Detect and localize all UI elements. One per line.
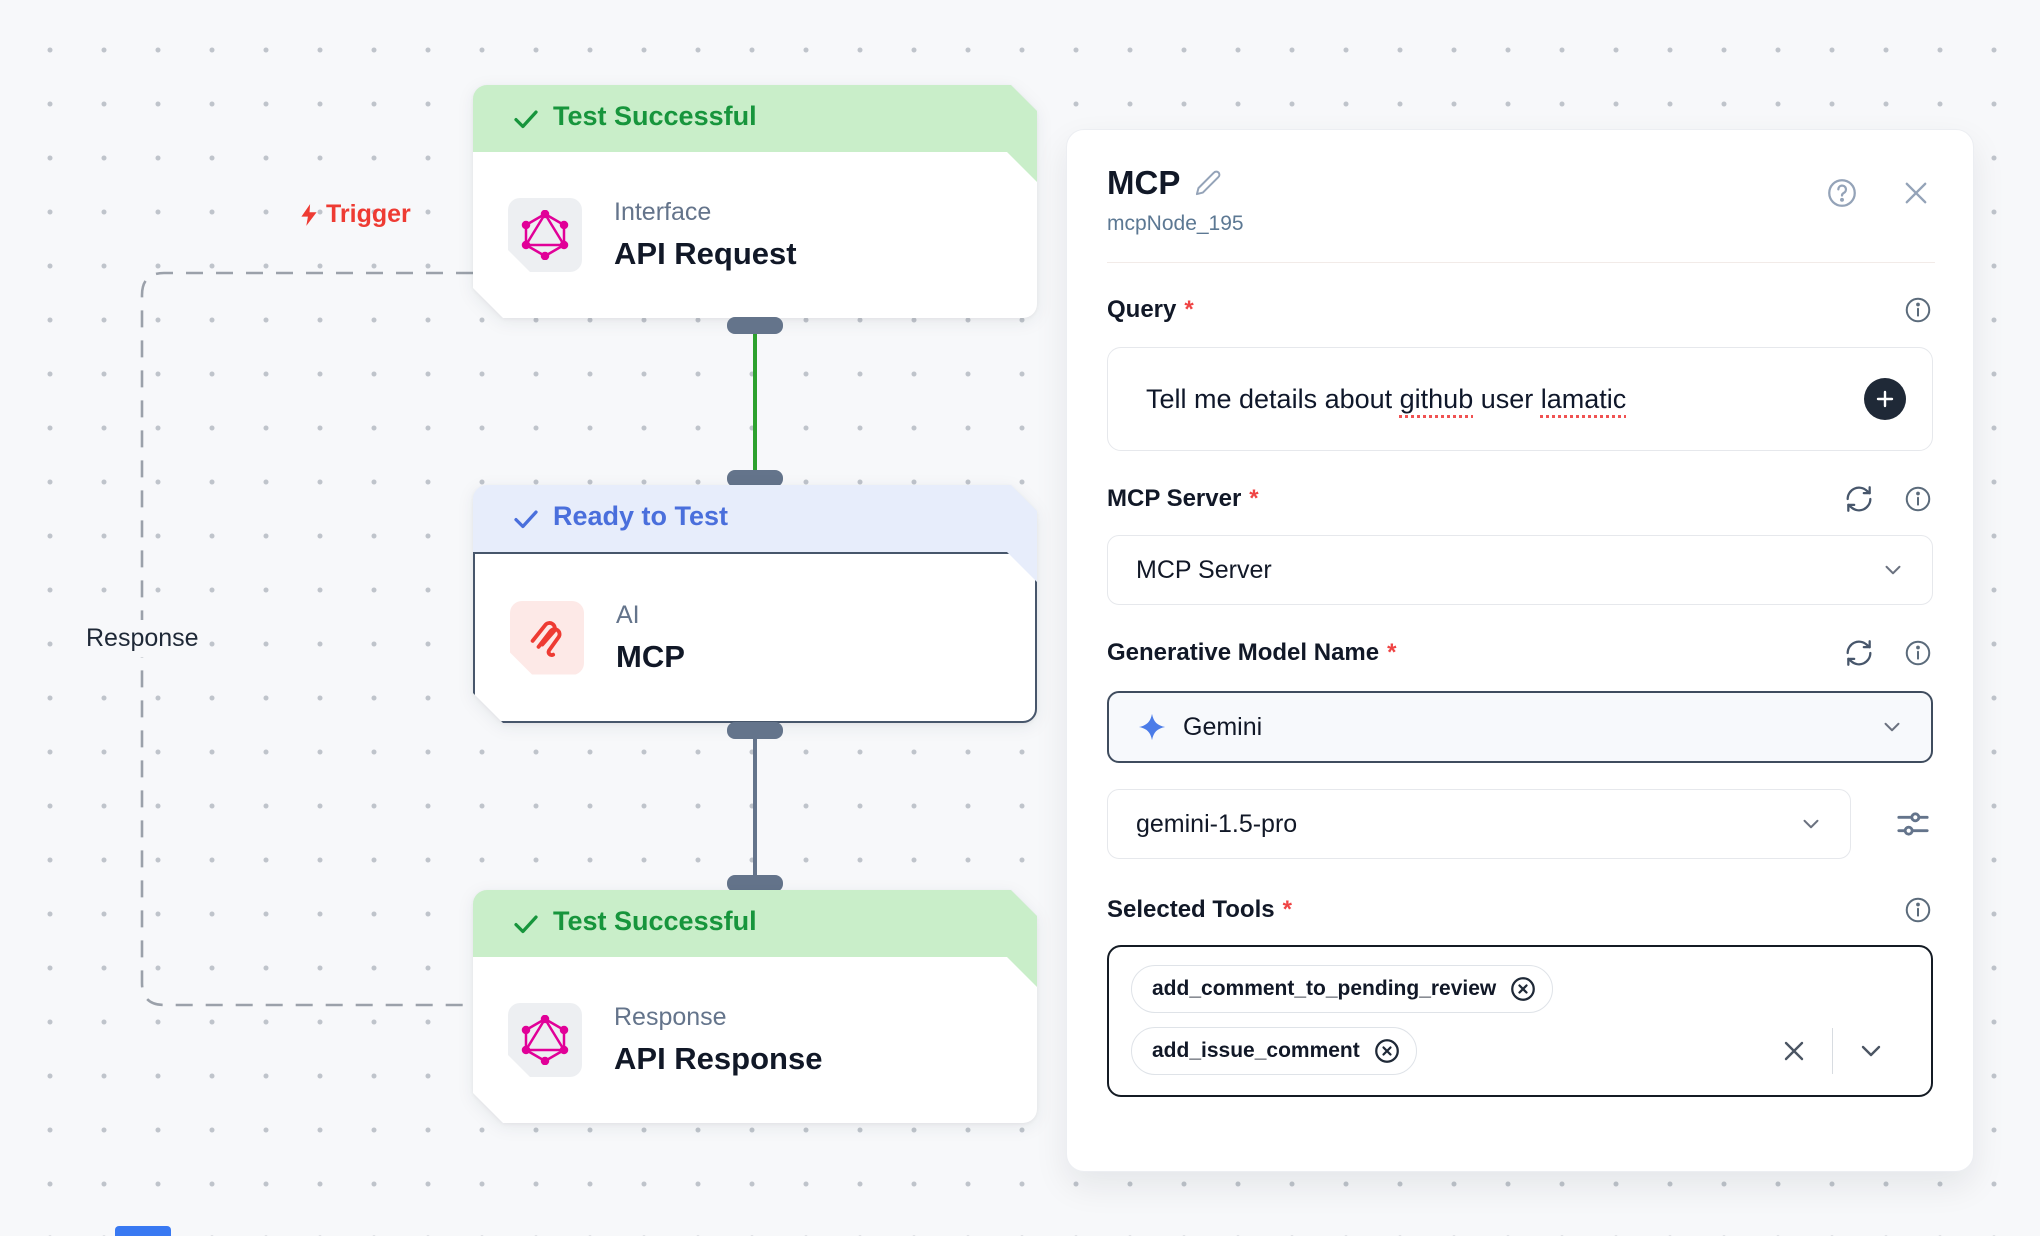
mcp-icon bbox=[510, 601, 584, 675]
response-label-text: Response bbox=[86, 624, 199, 652]
node-type-label: Response bbox=[614, 1003, 727, 1031]
check-icon bbox=[511, 104, 541, 134]
refresh-icon[interactable] bbox=[1843, 637, 1875, 669]
mcp-config-panel: MCP mcpNode_195 Query * T bbox=[1066, 129, 1974, 1172]
query-input[interactable]: Tell me details about github user lamati… bbox=[1107, 347, 1933, 451]
graphql-icon bbox=[508, 1003, 582, 1077]
query-word-github: github bbox=[1399, 383, 1474, 414]
tool-tag-label: add_comment_to_pending_review bbox=[1152, 977, 1497, 1000]
query-text-part: user bbox=[1473, 383, 1541, 414]
node-type-label: AI bbox=[616, 600, 640, 629]
info-icon[interactable] bbox=[1903, 895, 1933, 925]
connector-handle-source[interactable] bbox=[727, 317, 783, 334]
selected-tools-label: Selected Tools bbox=[1107, 896, 1275, 923]
check-icon bbox=[511, 504, 541, 534]
node-status-text: Test Successful bbox=[553, 101, 757, 131]
required-marker: * bbox=[1282, 896, 1292, 923]
node-id-label: mcpNode_195 bbox=[1107, 212, 1244, 235]
clear-all-icon[interactable] bbox=[1778, 1035, 1810, 1067]
node-card[interactable]: Interface API Request bbox=[473, 152, 1037, 318]
chevron-down-icon[interactable] bbox=[1855, 1035, 1887, 1067]
mcp-server-value: MCP Server bbox=[1136, 555, 1272, 584]
query-label: Query bbox=[1107, 296, 1177, 323]
response-edge-label: Response bbox=[76, 620, 209, 657]
tool-tag-label: add_issue_comment bbox=[1152, 1039, 1360, 1062]
node-card[interactable]: AI MCP bbox=[473, 552, 1037, 723]
connector-handle-source[interactable] bbox=[727, 722, 783, 739]
edge-mcp-to-api-response bbox=[753, 731, 757, 883]
remove-tag-icon[interactable] bbox=[1372, 1036, 1402, 1066]
trigger-label-text: Trigger bbox=[326, 200, 411, 228]
canvas-control-partial[interactable] bbox=[115, 1226, 171, 1236]
node-status-text: Ready to Test bbox=[553, 501, 729, 531]
lightning-bolt-icon bbox=[296, 202, 322, 228]
check-icon bbox=[511, 909, 541, 939]
edge-api-request-to-mcp bbox=[753, 326, 757, 478]
chevron-down-icon bbox=[1798, 811, 1824, 837]
connector-handle-target[interactable] bbox=[727, 875, 783, 892]
selected-tools-multiselect[interactable]: add_comment_to_pending_review add_issue_… bbox=[1107, 945, 1933, 1097]
node-status-text: Test Successful bbox=[553, 906, 757, 936]
panel-title: MCP bbox=[1107, 164, 1181, 201]
divider bbox=[1831, 1028, 1833, 1074]
node-api-request[interactable]: Test Successful Interface API Request bbox=[473, 85, 1037, 318]
edit-pencil-icon[interactable] bbox=[1194, 169, 1222, 197]
graphql-icon bbox=[508, 198, 582, 272]
model-provider-value: Gemini bbox=[1183, 712, 1263, 741]
chevron-down-icon bbox=[1879, 714, 1905, 740]
connector-handle-target[interactable] bbox=[727, 470, 783, 487]
info-icon[interactable] bbox=[1903, 484, 1933, 514]
node-name-label: API Request bbox=[614, 236, 797, 271]
query-word-lamatic: lamatic bbox=[1540, 383, 1627, 414]
query-text-part: Tell me details about bbox=[1146, 383, 1400, 414]
model-settings-sliders-icon[interactable] bbox=[1893, 804, 1933, 844]
required-marker: * bbox=[1184, 296, 1194, 323]
help-icon[interactable] bbox=[1825, 176, 1859, 210]
refresh-icon[interactable] bbox=[1843, 483, 1875, 515]
tool-tag: add_issue_comment bbox=[1131, 1027, 1417, 1075]
mcp-server-select[interactable]: MCP Server bbox=[1107, 535, 1933, 605]
generative-model-label: Generative Model Name bbox=[1107, 639, 1380, 666]
node-card[interactable]: Response API Response bbox=[473, 957, 1037, 1123]
mcp-server-label: MCP Server bbox=[1107, 485, 1242, 512]
required-marker: * bbox=[1387, 639, 1397, 666]
required-marker: * bbox=[1249, 485, 1259, 512]
node-type-label: Interface bbox=[614, 198, 712, 226]
model-provider-select[interactable]: Gemini bbox=[1107, 691, 1933, 763]
tool-tag: add_comment_to_pending_review bbox=[1131, 965, 1554, 1013]
model-name-select[interactable]: gemini-1.5-pro bbox=[1107, 789, 1851, 859]
node-api-response[interactable]: Test Successful Response API Response bbox=[473, 890, 1037, 1123]
info-icon[interactable] bbox=[1903, 638, 1933, 668]
close-icon[interactable] bbox=[1899, 176, 1933, 210]
node-name-label: MCP bbox=[616, 638, 685, 674]
node-name-label: API Response bbox=[614, 1041, 823, 1076]
add-variable-button[interactable] bbox=[1864, 378, 1906, 420]
trigger-edge-label: Trigger bbox=[296, 200, 411, 229]
gemini-sparkle-icon bbox=[1137, 712, 1167, 742]
info-icon[interactable] bbox=[1903, 295, 1933, 325]
chevron-down-icon bbox=[1880, 557, 1906, 583]
divider bbox=[1107, 262, 1935, 263]
node-mcp[interactable]: Ready to Test AI MCP bbox=[473, 485, 1037, 723]
remove-tag-icon[interactable] bbox=[1508, 974, 1538, 1004]
model-name-value: gemini-1.5-pro bbox=[1136, 809, 1298, 838]
